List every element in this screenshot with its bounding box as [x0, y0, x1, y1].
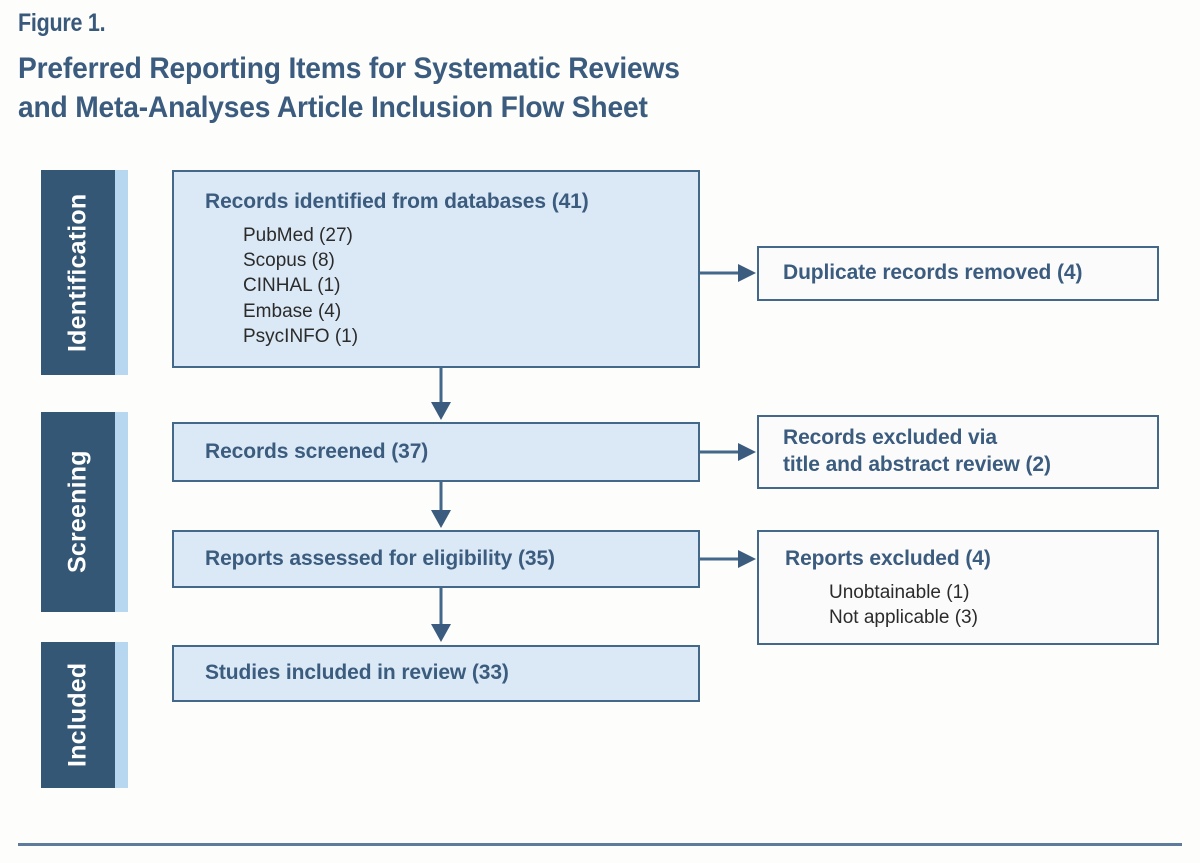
- list-item: PsycINFO (1): [243, 325, 359, 347]
- flow-box-title: Duplicate records removed (4): [783, 261, 1083, 285]
- figure-header: Figure 1. Preferred Reporting Items for …: [18, 9, 1018, 129]
- arrow-identified-to-screened: [426, 368, 456, 424]
- stage-label-screening: Screening: [63, 450, 92, 574]
- exclusion-reason-list: Unobtainable (1) Not applicable (3): [829, 580, 1157, 631]
- flow-box-content: Records identified from databases (41) P…: [174, 172, 698, 349]
- stage-bar-accent-stripe: [115, 412, 128, 612]
- figure-title: Preferred Reporting Items for Systematic…: [18, 49, 958, 129]
- list-item: PubMed (27): [243, 224, 353, 246]
- flow-box-content: Studies included in review (33): [174, 660, 509, 687]
- list-item: CINHAL (1): [243, 275, 341, 297]
- flow-box-title: Reports assessed for eligibility (35): [205, 546, 555, 570]
- figure-title-line-2: and Meta-Analyses Article Inclusion Flow…: [18, 91, 648, 125]
- flow-box-title: Records identified from databases (41): [205, 190, 589, 213]
- flow-box-content: Reports assessed for eligibility (35): [174, 546, 555, 573]
- stage-bar-accent-stripe: [115, 642, 128, 788]
- figure-title-line-1: Preferred Reporting Items for Systematic…: [18, 51, 680, 85]
- flow-box-title: Records screened (37): [205, 439, 429, 463]
- flow-box-studies-included: Studies included in review (33): [172, 645, 700, 702]
- stage-bar-identification: Identification: [41, 170, 128, 375]
- list-item: Embase (4): [243, 300, 342, 322]
- list-item: Scopus (8): [243, 250, 335, 272]
- arrow-screened-to-excluded: [700, 437, 760, 467]
- flow-box-reports-assessed: Reports assessed for eligibility (35): [172, 530, 700, 588]
- flow-box-title: Studies included in review (33): [205, 661, 509, 685]
- stage-bar-body: [41, 170, 115, 375]
- arrow-assessed-to-reports-excluded: [700, 544, 760, 574]
- flow-box-duplicate-records-removed: Duplicate records removed (4): [757, 246, 1159, 301]
- flow-box-content: Reports excluded (4) Unobtainable (1) No…: [759, 532, 1157, 630]
- flow-box-records-excluded-screening: Records excluded via title and abstract …: [757, 415, 1159, 489]
- flow-box-title: Records excluded via title and abstract …: [783, 425, 1051, 479]
- list-item: Not applicable (3): [829, 607, 978, 629]
- stage-bar-body: [41, 642, 115, 788]
- list-item: Unobtainable (1): [829, 581, 970, 603]
- stage-bar-included: Included: [41, 642, 128, 788]
- stage-bar-body: [41, 412, 115, 612]
- footer-divider-rule: [18, 843, 1182, 846]
- flow-box-reports-excluded: Reports excluded (4) Unobtainable (1) No…: [757, 530, 1159, 645]
- flow-box-content: Records excluded via title and abstract …: [759, 425, 1051, 479]
- stage-bar-accent-stripe: [115, 170, 128, 375]
- arrow-identified-to-duplicates: [700, 258, 760, 288]
- database-source-list: PubMed (27) Scopus (8) CINHAL (1) Embase…: [243, 223, 698, 349]
- stage-bar-screening: Screening: [41, 412, 128, 612]
- flow-box-title: Reports excluded (4): [785, 547, 991, 570]
- flow-box-records-screened: Records screened (37): [172, 422, 700, 482]
- flow-box-content: Records screened (37): [174, 439, 428, 466]
- arrow-assessed-to-included: [426, 588, 456, 646]
- stage-label-included: Included: [63, 662, 92, 768]
- flow-box-title-line-1: Records excluded via: [783, 426, 997, 450]
- figure-number-label: Figure 1.: [18, 9, 106, 37]
- stage-label-identification: Identification: [63, 193, 92, 352]
- flow-box-content: Duplicate records removed (4): [759, 260, 1082, 287]
- flow-box-title-line-2: title and abstract review (2): [783, 453, 1051, 476]
- flow-box-records-identified: Records identified from databases (41) P…: [172, 170, 700, 368]
- arrow-screened-to-assessed: [426, 482, 456, 532]
